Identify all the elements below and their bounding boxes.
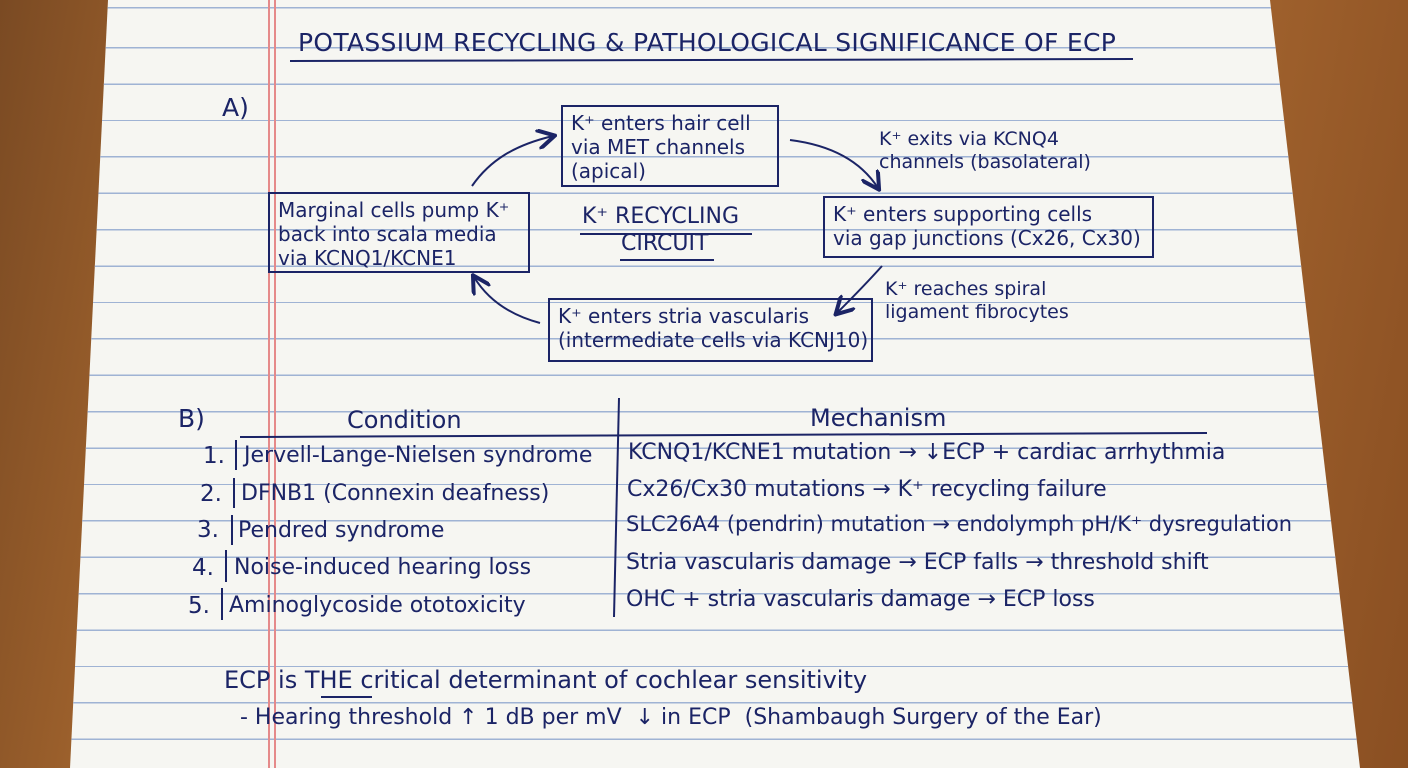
row-2-condition: DFNB1 (Connexin deafness) <box>241 481 550 506</box>
page-title: POTASSIUM RECYCLING & PATHOLOGICAL SIGNI… <box>298 28 1117 57</box>
arrow-stria-to-marginal <box>474 277 541 324</box>
section-b-label: B) <box>178 404 205 433</box>
box-hair-cell-line3: (apical) <box>571 159 646 183</box>
row-1-condition: Jervell-Lange-Nielsen syndrome <box>244 443 593 468</box>
row-1-number: 1. <box>203 443 225 469</box>
footer-line-2: - Hearing threshold ↑ 1 dB per mV ↓ in E… <box>240 705 1102 730</box>
footer-line-1: ECP is THE critical determinant of cochl… <box>224 666 867 694</box>
box-stria-line2: (intermediate cells via KCNJ10) <box>558 328 869 352</box>
box-marginal-line1: Marginal cells pump K⁺ <box>278 198 510 222</box>
margin-line-left <box>268 0 270 768</box>
row-3-number: 3. <box>197 517 219 543</box>
row-4-mechanism: Stria vascularis damage → ECP falls → th… <box>626 550 1209 575</box>
arrow-haircell-to-supporting <box>789 139 878 188</box>
box-marginal-cells: Marginal cells pump K⁺ back into scala m… <box>268 192 530 273</box>
table-column-divider <box>613 397 620 618</box>
row-5-mechanism: OHC + stria vascularis damage → ECP loss <box>626 587 1095 612</box>
box-stria-line1: K⁺ enters stria vascularis <box>558 304 810 328</box>
box-hair-cell: K⁺ enters hair cell via MET channels (ap… <box>561 105 779 187</box>
footer-line1-pre: ECP is <box>224 666 305 694</box>
box-hair-cell-line2: via MET channels <box>571 135 746 159</box>
box-supporting-line2: via gap junctions (Cx26, Cx30) <box>833 226 1141 250</box>
box-marginal-line2: back into scala media <box>278 222 497 246</box>
note-spiral-line2: ligament fibrocytes <box>885 301 1069 323</box>
footer-line1-post: critical determinant of cochlear sensiti… <box>352 666 868 694</box>
header-mechanism: Mechanism <box>810 404 947 432</box>
box-supporting-cells: K⁺ enters supporting cells via gap junct… <box>823 196 1154 258</box>
row-1-mechanism: KCNQ1/KCNE1 mutation → ↓ECP + cardiac ar… <box>628 440 1226 465</box>
note-kcnq4-line1: K⁺ exits via KCNQ4 <box>879 128 1059 150</box>
row-4-number: 4. <box>192 555 214 581</box>
box-supporting-line1: K⁺ enters supporting cells <box>833 202 1093 226</box>
arrow-supporting-to-stria <box>837 265 883 313</box>
note-kcnq4: K⁺ exits via KCNQ4 channels (basolateral… <box>879 128 1091 174</box>
title-underline <box>289 58 1134 62</box>
circuit-label-line1: K⁺ RECYCLING <box>582 204 740 229</box>
section-a-label: A) <box>222 93 249 122</box>
notebook-page <box>70 0 1360 768</box>
table-header-underline <box>239 432 1208 438</box>
footer-emphasis-the: THE <box>304 666 353 694</box>
arrow-marginal-to-haircell <box>471 136 553 187</box>
row-3-mechanism: SLC26A4 (pendrin) mutation → endolymph p… <box>626 512 1293 536</box>
row-3-condition: Pendred syndrome <box>238 518 445 543</box>
box-hair-cell-line1: K⁺ enters hair cell <box>571 111 751 135</box>
header-condition: Condition <box>347 406 462 434</box>
note-kcnq4-line2: channels (basolateral) <box>879 151 1091 173</box>
note-spiral-line1: K⁺ reaches spiral <box>885 278 1047 300</box>
row-2-number: 2. <box>200 481 222 507</box>
note-spiral-ligament: K⁺ reaches spiral ligament fibrocytes <box>885 278 1069 324</box>
row-2-mechanism: Cx26/Cx30 mutations → K⁺ recycling failu… <box>627 477 1107 502</box>
row-5-number: 5. <box>188 593 210 619</box>
margin-line-right <box>274 0 276 768</box>
box-stria-vascularis: K⁺ enters stria vascularis (intermediate… <box>548 298 873 362</box>
row-5-condition: Aminoglycoside ototoxicity <box>229 593 526 618</box>
circuit-label-line2: CIRCUIT <box>621 231 709 256</box>
box-marginal-line3: via KCNQ1/KCNE1 <box>278 246 457 270</box>
row-4-condition: Noise-induced hearing loss <box>234 555 532 580</box>
